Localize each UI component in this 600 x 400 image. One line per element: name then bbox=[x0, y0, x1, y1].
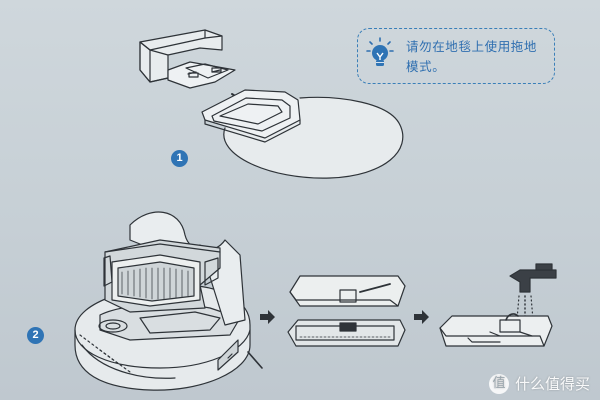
dock-base-illustration bbox=[139, 29, 236, 89]
tip-box: 请勿在地毯上使用拖地模式。 bbox=[357, 28, 555, 84]
mop-bracket-wash-illustration bbox=[439, 313, 553, 347]
mop-bracket-parts-illustration bbox=[287, 275, 406, 347]
faucet-illustration bbox=[509, 263, 557, 323]
lightbulb-icon bbox=[366, 37, 394, 66]
mop-mat-illustration bbox=[201, 89, 404, 179]
step-arrows bbox=[260, 310, 429, 324]
step-2-badge: 2 bbox=[27, 327, 44, 344]
step-1-badge: 1 bbox=[171, 150, 188, 167]
robot-illustration bbox=[74, 211, 263, 391]
watermark: 值 什么值得买 bbox=[488, 373, 590, 394]
watermark-logo: 值 bbox=[488, 373, 509, 394]
tip-text: 请勿在地毯上使用拖地模式。 bbox=[406, 39, 538, 74]
watermark-text: 什么值得买 bbox=[514, 375, 590, 393]
